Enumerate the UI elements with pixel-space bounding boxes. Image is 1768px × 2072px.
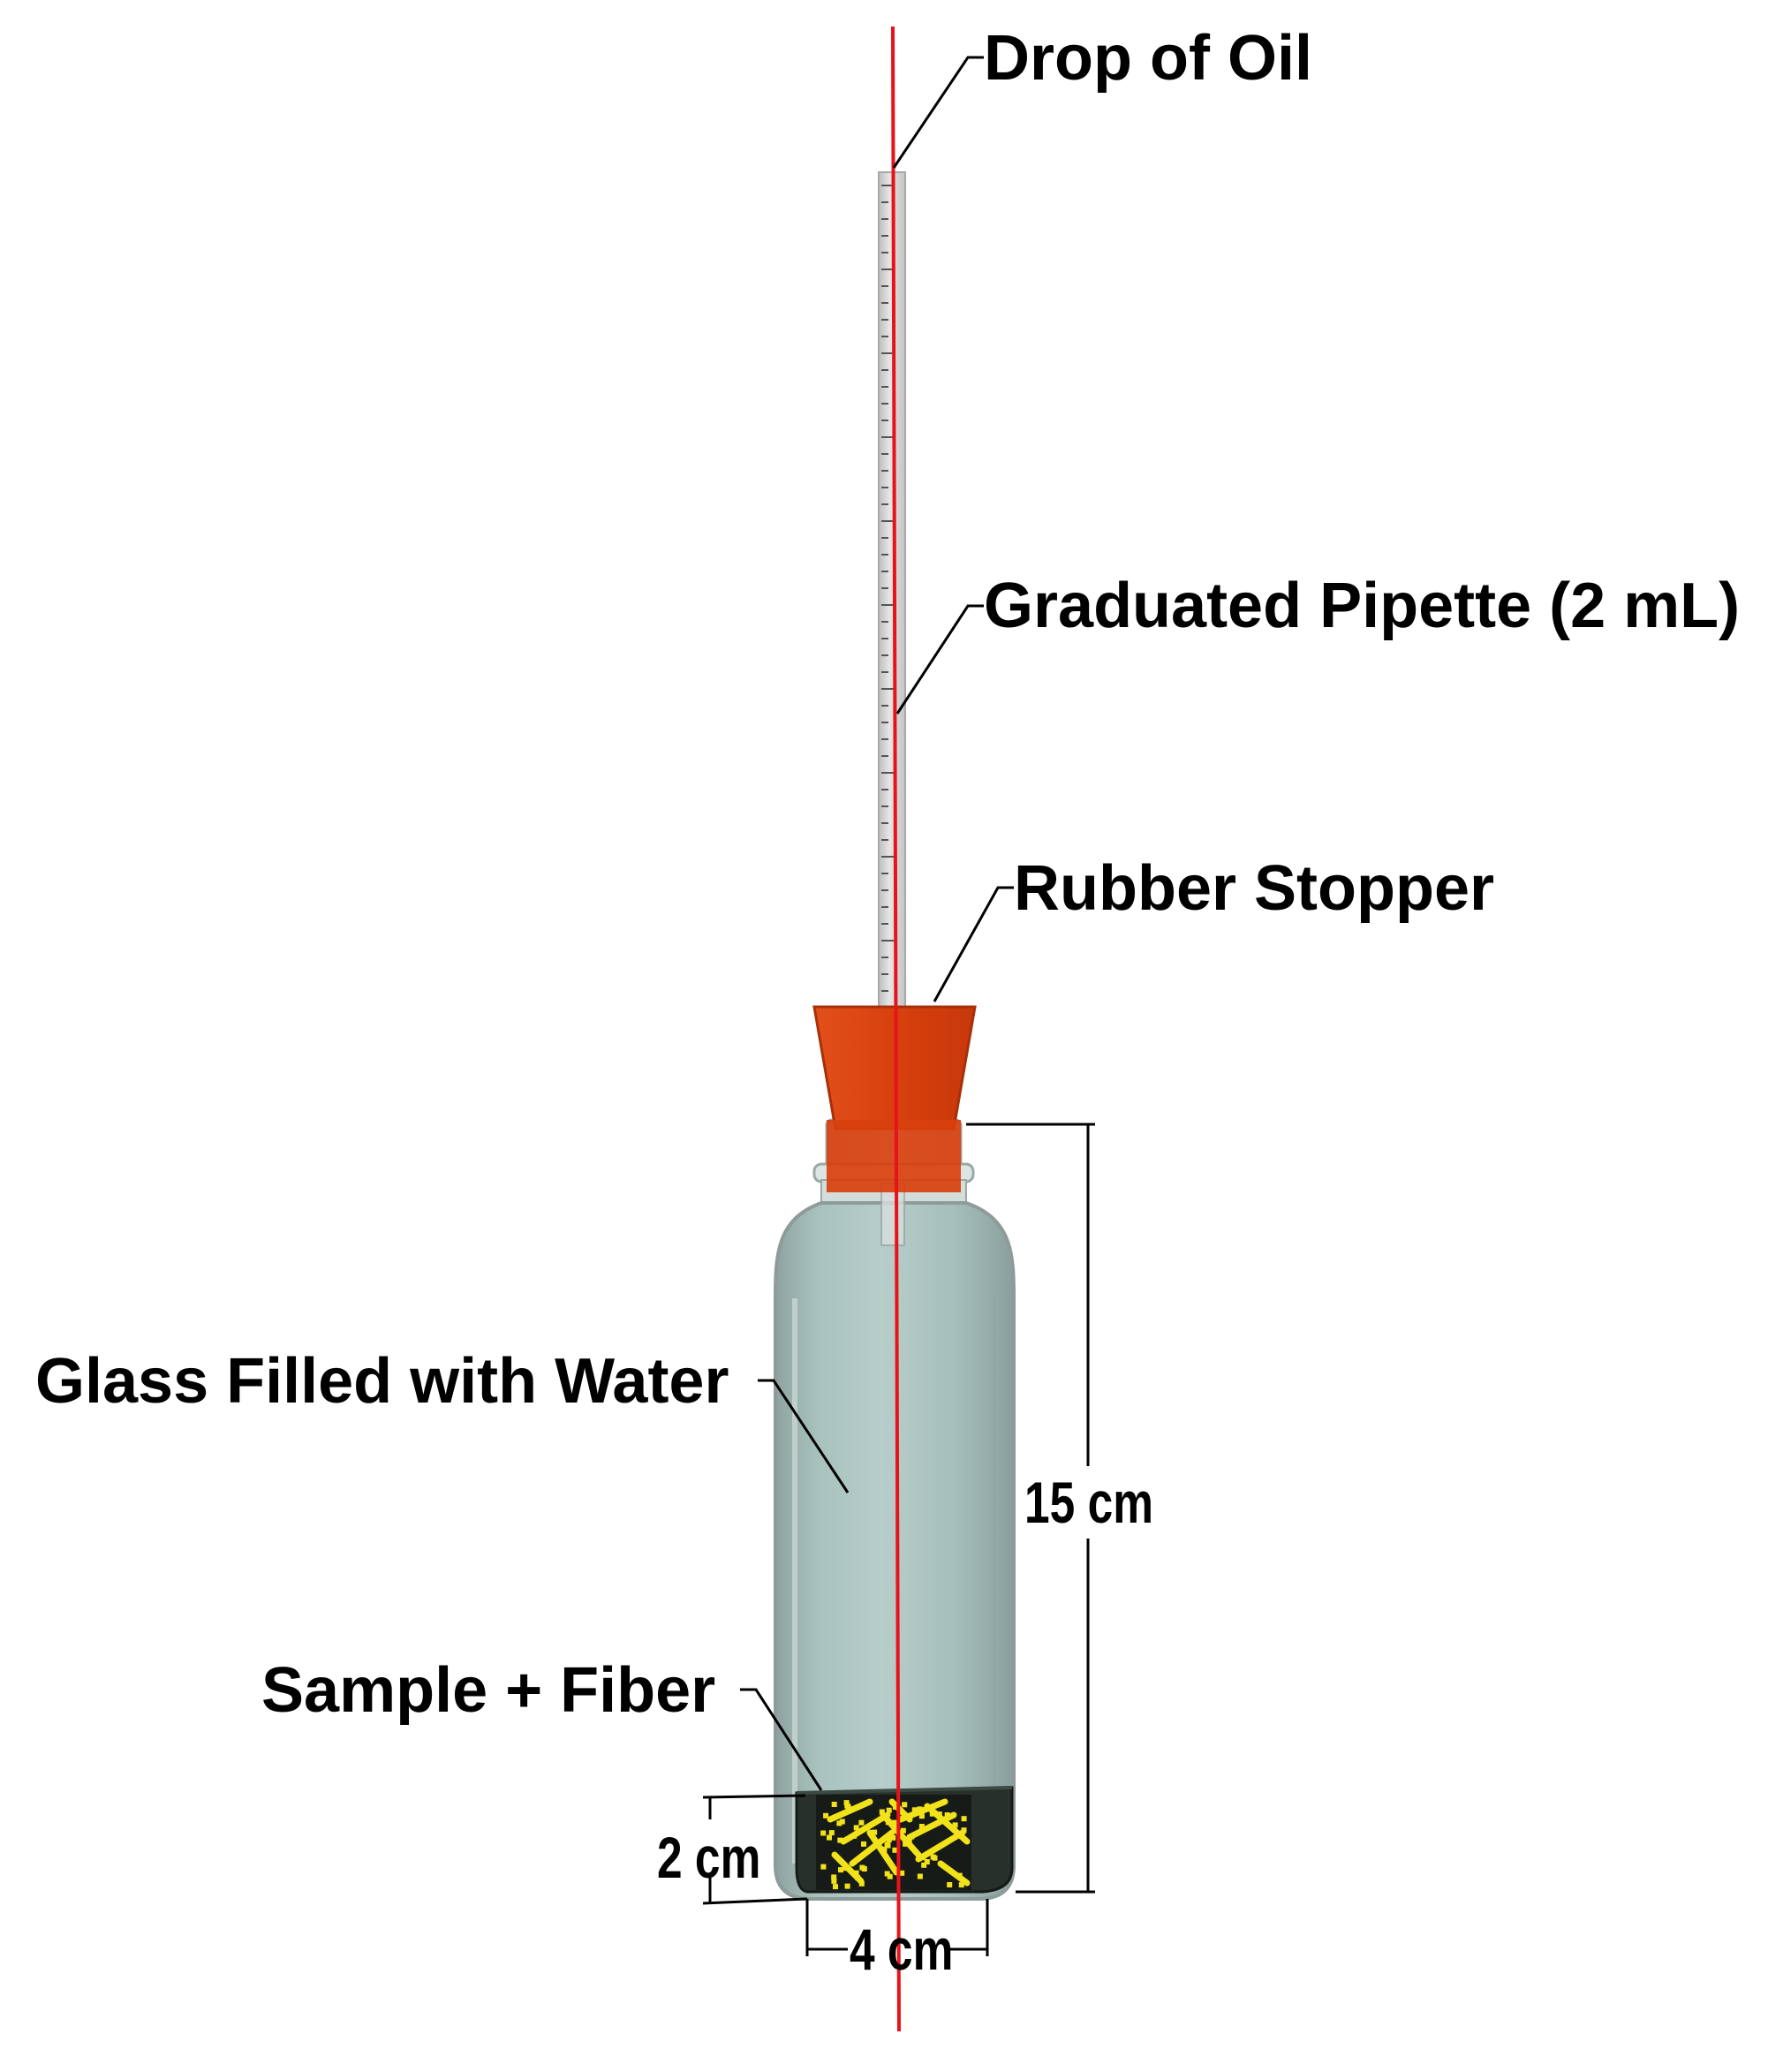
fiber-speck bbox=[884, 1871, 890, 1877]
fiber-speck bbox=[842, 1865, 848, 1872]
fiber-speck bbox=[893, 1804, 898, 1810]
fiber-speck bbox=[958, 1882, 964, 1888]
fiber-speck bbox=[918, 1824, 925, 1829]
fiber-speck bbox=[936, 1811, 942, 1818]
label-dimension-15cm: 15 cm bbox=[1024, 1470, 1153, 1535]
fiber-speck bbox=[909, 1834, 915, 1840]
fiber-strand bbox=[866, 1829, 900, 1876]
fiber-speck bbox=[918, 1813, 925, 1819]
fiber-speck bbox=[911, 1807, 918, 1813]
sample-fiber-layer bbox=[795, 1786, 1014, 1894]
rubber-stopper bbox=[812, 1005, 977, 1192]
fiber-speck bbox=[858, 1819, 865, 1826]
fiber-speck bbox=[885, 1819, 891, 1826]
dimension-4cm bbox=[805, 1899, 989, 1956]
label-dimension-4cm: 4 cm bbox=[850, 1917, 954, 1982]
fiber-speck bbox=[831, 1878, 837, 1884]
fiber-speck bbox=[827, 1834, 832, 1841]
fiber-speck bbox=[906, 1840, 912, 1845]
fiber-speck bbox=[921, 1862, 927, 1868]
fiber-speck bbox=[838, 1867, 843, 1873]
fiber-strand bbox=[827, 1798, 873, 1823]
fiber-speck bbox=[884, 1841, 890, 1848]
fiber-speck bbox=[853, 1870, 859, 1876]
fiber-speck bbox=[855, 1874, 861, 1880]
leader-graduated-pipette bbox=[895, 604, 984, 715]
fiber-speck bbox=[872, 1829, 878, 1835]
label-graduated-pipette: Graduated Pipette (2 mL) bbox=[984, 571, 1741, 641]
fiber-speck bbox=[920, 1855, 926, 1861]
label-glass-filled-with-water: Glass Filled with Water bbox=[35, 1346, 729, 1417]
leader-glass-water bbox=[758, 1379, 850, 1494]
fiber-speck bbox=[844, 1803, 850, 1809]
fiber-speck bbox=[893, 1819, 899, 1826]
fiber-speck bbox=[899, 1870, 905, 1876]
water-body bbox=[774, 1201, 1016, 1901]
fiber-speck bbox=[833, 1884, 838, 1890]
fiber-speck bbox=[930, 1854, 936, 1860]
fiber-speck bbox=[892, 1847, 898, 1853]
center-axis-line bbox=[891, 26, 901, 2032]
label-sample-fiber: Sample + Fiber bbox=[261, 1655, 716, 1726]
fiber-strand bbox=[937, 1860, 971, 1887]
fiber-speck bbox=[853, 1825, 859, 1831]
fiber-speck bbox=[820, 1830, 827, 1836]
glass-bottle bbox=[774, 1183, 1016, 1901]
fiber-speck bbox=[881, 1846, 888, 1852]
fiber-speck bbox=[961, 1816, 967, 1822]
fiber-speck bbox=[858, 1880, 865, 1887]
fiber-strand bbox=[840, 1811, 891, 1845]
fiber-speck bbox=[861, 1841, 866, 1847]
fiber-speck bbox=[889, 1819, 895, 1826]
fiber-speck bbox=[903, 1841, 909, 1847]
fiber-speck bbox=[956, 1872, 963, 1879]
fiber-speck bbox=[902, 1802, 908, 1808]
fiber-speck bbox=[947, 1882, 953, 1887]
fiber-strand bbox=[906, 1811, 957, 1841]
fiber-speck bbox=[924, 1859, 930, 1864]
fiber-speck bbox=[851, 1833, 858, 1839]
fiber-speck bbox=[839, 1819, 845, 1825]
fiber-strands bbox=[820, 1798, 971, 1890]
fiber-speck bbox=[820, 1864, 827, 1870]
fiber-speck bbox=[917, 1873, 923, 1879]
fiber-speck bbox=[859, 1864, 865, 1871]
fiber-speck bbox=[952, 1822, 958, 1828]
label-drop-of-oil: Drop of Oil bbox=[984, 23, 1312, 94]
fiber-speck bbox=[879, 1809, 885, 1815]
leader-lines bbox=[740, 56, 1014, 1791]
fiber-speck bbox=[831, 1874, 837, 1880]
fiber-strand bbox=[849, 1829, 895, 1867]
dimension-2cm bbox=[702, 1794, 808, 1905]
leader-drop-of-oil bbox=[892, 56, 984, 169]
fiber-strand bbox=[915, 1829, 966, 1863]
fiber-speck bbox=[886, 1807, 892, 1813]
leader-rubber-stopper bbox=[933, 886, 1014, 1002]
label-dimension-2cm: 2 cm bbox=[657, 1825, 761, 1890]
fiber-speck bbox=[831, 1802, 837, 1807]
fiber-speck bbox=[843, 1800, 850, 1806]
fiber-speck bbox=[836, 1820, 842, 1826]
fiber-speck bbox=[886, 1837, 892, 1843]
fiber-speck bbox=[929, 1811, 935, 1817]
label-rubber-stopper: Rubber Stopper bbox=[1014, 853, 1495, 924]
fiber-speck bbox=[900, 1827, 906, 1834]
fiber-speck bbox=[890, 1834, 896, 1841]
dimension-15cm bbox=[966, 1123, 1095, 1894]
fiber-speck bbox=[961, 1827, 967, 1834]
fiber-speck bbox=[844, 1883, 850, 1889]
fiber-speck bbox=[887, 1873, 893, 1879]
fiber-speck bbox=[867, 1830, 873, 1836]
leader-sample-fiber bbox=[740, 1688, 823, 1791]
fiber-speck bbox=[823, 1812, 829, 1819]
fiber-speck bbox=[944, 1812, 950, 1818]
fiber-speck bbox=[837, 1837, 843, 1843]
fiber-speck bbox=[917, 1806, 923, 1812]
fiber-speck bbox=[828, 1830, 835, 1836]
